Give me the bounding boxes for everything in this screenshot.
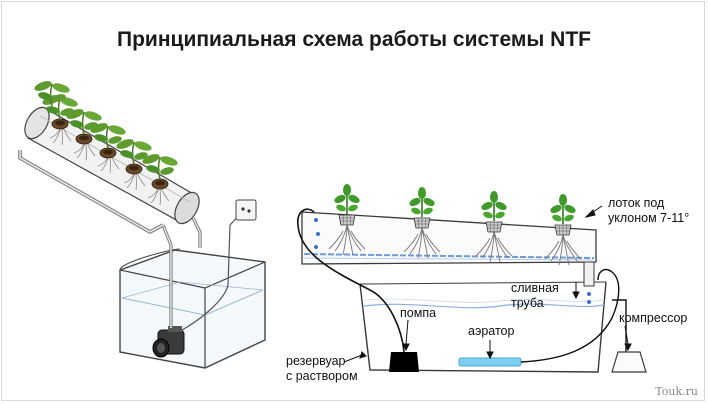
right-drain-pipe [583,261,595,304]
label-reservoir-line2: с раствором [286,369,358,383]
watermark: Touk.ru [655,385,698,398]
label-drain: сливная труба [511,281,559,311]
label-drain-line2: труба [511,296,544,310]
left-ntf-illustration [18,78,266,369]
left-growing-tube [24,106,200,225]
left-pump [152,326,185,358]
label-aerator: аэратор [468,324,515,338]
label-reservoir: резервуар с раствором [286,354,358,384]
label-tray-line2: уклоном 7-11° [608,211,690,225]
right-pump [389,352,419,372]
right-reservoir [359,281,607,373]
label-drain-line1: сливная [511,281,559,295]
right-ntf-schematic [296,183,647,373]
diagram-title: Принципиальная схема работы системы NTF [117,28,591,51]
label-arrows [343,205,632,363]
left-power-socket [181,199,257,331]
left-reservoir [119,248,266,369]
label-pump: помпа [400,306,437,320]
label-reservoir-line1: резервуар [286,354,346,368]
right-aerator [458,357,522,367]
label-tray-line1: лоток под [608,196,665,210]
label-compressor: компрессор [619,311,688,325]
label-tray: лоток под уклоном 7-11° [608,196,689,226]
